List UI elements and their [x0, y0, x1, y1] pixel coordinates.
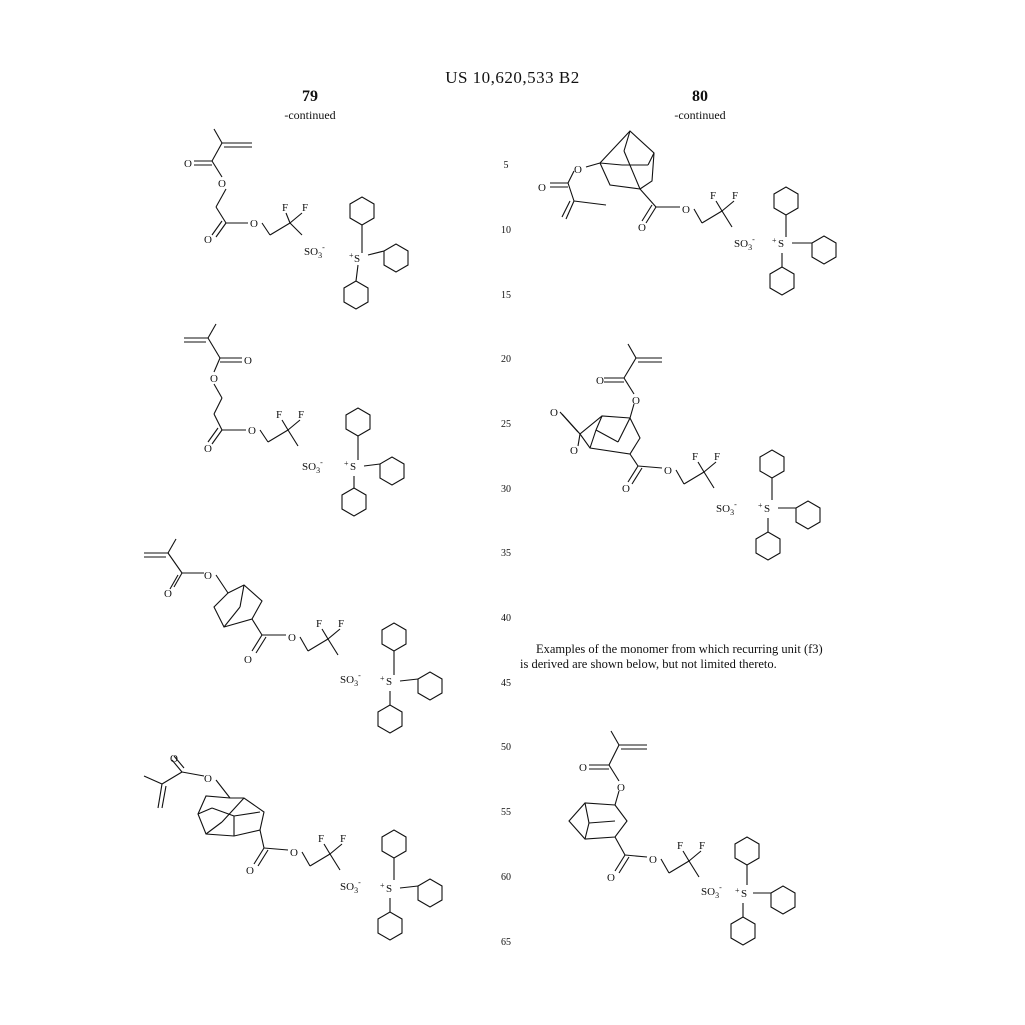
sulfonate-label: SO3-: [716, 500, 737, 517]
sulfonate-label: SO3-: [304, 243, 325, 260]
atom-label-O: O: [246, 865, 254, 877]
atom-label-O: O: [649, 854, 657, 866]
charge-plus: +: [344, 459, 349, 468]
line-number: 65: [501, 937, 511, 948]
chemical-structure-4: O O O O F F SO3- + S: [143, 753, 443, 941]
atom-label-S: S: [386, 676, 392, 688]
left-continued-label: -continued: [284, 108, 336, 122]
atom-label-F: F: [298, 409, 304, 421]
atom-label-O: O: [244, 355, 252, 367]
sulfonate-label: SO3-: [701, 883, 722, 900]
paragraph-line: is derived are shown below, but not limi…: [520, 657, 777, 671]
atom-label-O: O: [204, 234, 212, 246]
line-number: 25: [501, 419, 511, 430]
right-page-number: 80: [692, 88, 708, 105]
atom-label-S: S: [350, 461, 356, 473]
sulfonate-label: SO3-: [340, 671, 361, 688]
atom-label-O: O: [538, 182, 546, 194]
chemical-structure-6: O O O O O O F F SO3- + S: [550, 343, 821, 561]
atom-label-O: O: [638, 222, 646, 234]
atom-label-F: F: [714, 451, 720, 463]
line-number: 10: [501, 225, 511, 236]
atom-label-O: O: [617, 782, 625, 794]
atom-label-O: O: [570, 445, 578, 457]
atom-label-S: S: [386, 883, 392, 895]
atom-label-O: O: [250, 218, 258, 230]
charge-plus: +: [772, 236, 777, 245]
atom-label-F: F: [732, 190, 738, 202]
atom-label-O: O: [288, 632, 296, 644]
line-number: 60: [501, 872, 511, 883]
line-number: 45: [501, 678, 511, 689]
atom-label-O: O: [632, 395, 640, 407]
line-number: 40: [501, 613, 511, 624]
atom-label-O: O: [664, 465, 672, 477]
atom-label-F: F: [338, 618, 344, 630]
charge-plus: +: [380, 674, 385, 683]
atom-label-O: O: [248, 425, 256, 437]
atom-label-O: O: [218, 178, 226, 190]
atom-label-F: F: [318, 833, 324, 845]
chemical-structure-1: O O O O F F SO3- + S: [184, 128, 409, 310]
chemical-structure-3: O O O O F F SO3- + S: [144, 538, 443, 734]
atom-label-F: F: [699, 840, 705, 852]
atom-label-O: O: [550, 407, 558, 419]
atom-label-F: F: [276, 409, 282, 421]
atom-label-O: O: [204, 443, 212, 455]
line-number: 55: [501, 807, 511, 818]
atom-label-O: O: [204, 773, 212, 785]
charge-plus: +: [380, 881, 385, 890]
atom-label-O: O: [682, 204, 690, 216]
atom-label-O: O: [607, 872, 615, 884]
atom-label-F: F: [316, 618, 322, 630]
sulfonate-label: SO3-: [340, 878, 361, 895]
atom-label-O: O: [596, 375, 604, 387]
chemical-structure-7: O O O O F F SO3- + S: [568, 730, 796, 946]
atom-label-O: O: [290, 847, 298, 859]
line-number: 35: [501, 548, 511, 559]
atom-label-O: O: [210, 373, 218, 385]
atom-label-S: S: [354, 253, 360, 265]
charge-plus: +: [758, 501, 763, 510]
atom-label-O: O: [164, 588, 172, 600]
right-continued-label: -continued: [674, 108, 726, 122]
line-number: 20: [501, 354, 511, 365]
patent-number: US 10,620,533 B2: [445, 68, 580, 87]
atom-label-F: F: [302, 202, 308, 214]
atom-label-O: O: [574, 164, 582, 176]
atom-label-O: O: [579, 762, 587, 774]
chemical-structure-5: O O O O F F SO3- + S: [538, 130, 837, 296]
line-number: 50: [501, 742, 511, 753]
atom-label-F: F: [692, 451, 698, 463]
atom-label-O: O: [204, 570, 212, 582]
atom-label-O: O: [244, 654, 252, 666]
sulfonate-label: SO3-: [734, 235, 755, 252]
sulfonate-label: SO3-: [302, 458, 323, 475]
chemical-structure-2: O O O O F F SO3- + S: [184, 323, 405, 517]
atom-label-F: F: [710, 190, 716, 202]
atom-label-F: F: [282, 202, 288, 214]
line-number: 5: [503, 160, 509, 171]
atom-label-O: O: [184, 158, 192, 170]
atom-label-S: S: [778, 238, 784, 250]
line-number: 30: [501, 484, 511, 495]
atom-label-S: S: [764, 503, 770, 515]
atom-label-O: O: [170, 753, 178, 765]
atom-label-O: O: [622, 483, 630, 495]
line-number: 15: [501, 290, 511, 301]
monomer-examples-paragraph: Examples of the monomer from which recur…: [520, 642, 900, 672]
atom-label-F: F: [340, 833, 346, 845]
paragraph-line: Examples of the monomer from which recur…: [536, 642, 823, 656]
left-page-number: 79: [302, 88, 318, 105]
charge-plus: +: [735, 886, 740, 895]
charge-plus: +: [349, 251, 354, 260]
atom-label-F: F: [677, 840, 683, 852]
atom-label-S: S: [741, 888, 747, 900]
